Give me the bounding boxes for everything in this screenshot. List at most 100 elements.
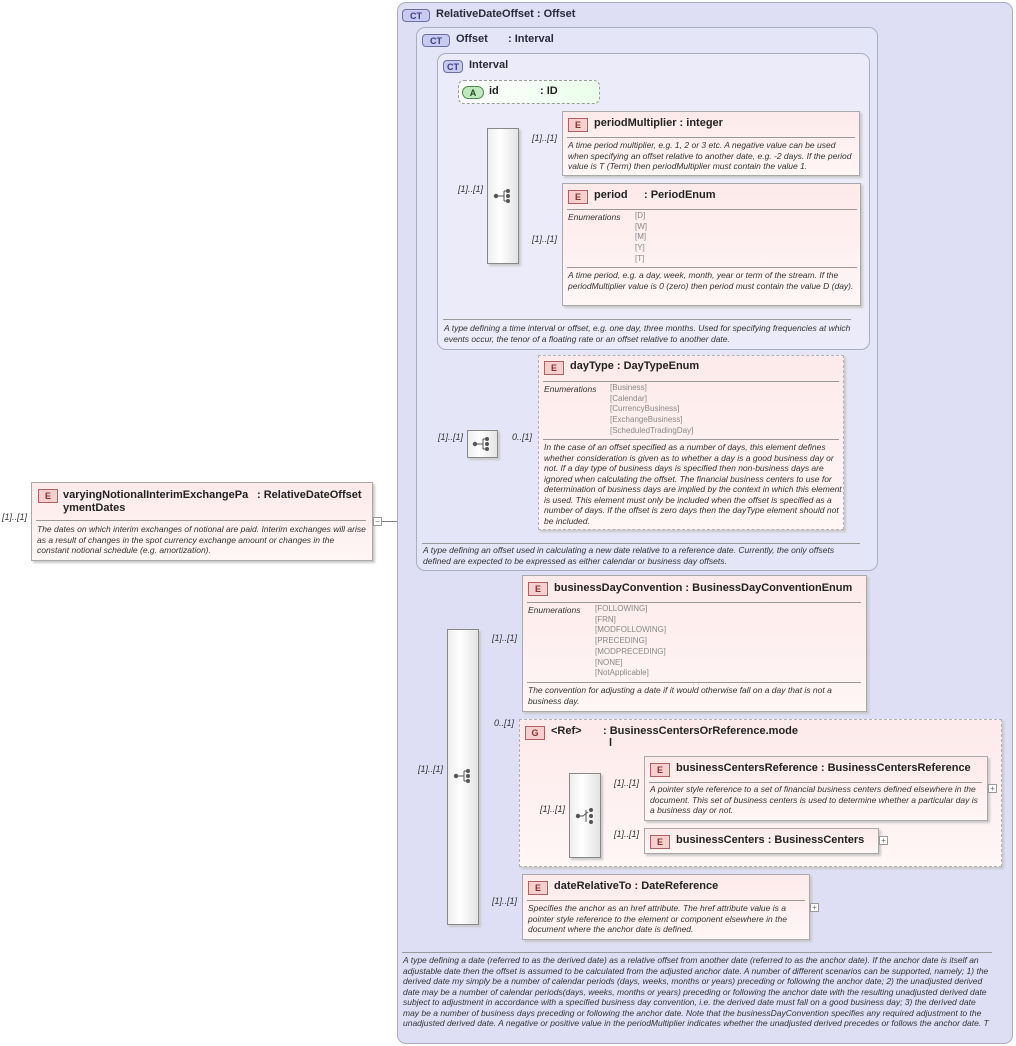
complex-type-badge: CT [422,34,450,47]
interval-sequence [487,128,519,264]
period-name: period [594,189,628,201]
relative-date-offset-title: RelativeDateOffset : Offset [436,8,576,20]
day-type-enumerations: [Business] [Calendar] [CurrencyBusiness]… [610,383,693,437]
element-badge: E [528,582,548,596]
period-multiplier-description: A time period multiplier, e.g. 1, 2 or 3… [568,140,852,171]
divider [543,381,839,382]
element-badge: E [38,489,58,503]
business-centers-reference-element[interactable]: E businessCentersReference : BusinessCen… [644,756,988,821]
business-centers-reference-cardinality: [1]..[1] [614,778,640,788]
root-element-type: : RelativeDateOffset [257,489,362,501]
enum-value: [CurrencyBusiness] [610,404,680,414]
offset-sequence [467,430,498,458]
complex-type-badge: CT [443,60,463,73]
group-type-line2: l [609,737,613,749]
business-day-convention-element[interactable]: E businessDayConvention : BusinessDayCon… [522,575,867,712]
enum-value: [FOLLOWING] [595,604,648,613]
enum-value: [PRECEDING] [595,636,648,646]
collapse-toggle[interactable]: − [373,517,382,526]
business-day-convention-description: The convention for adjusting a date if i… [528,685,832,706]
day-type-title: dayType : DayTypeEnum [570,360,700,372]
relative-date-offset-description: A type defining a date (referred to as t… [403,955,989,1028]
expand-toggle[interactable]: + [810,903,819,912]
main-sequence [447,629,479,925]
sequence-icon [472,437,489,451]
group-type-line1: : BusinessCentersOrReference.mode [603,725,799,737]
group-ref: <Ref> [551,725,582,737]
element-badge: E [568,118,588,132]
root-element-box[interactable]: E varyingNotionalInterimExchangePa : Rel… [31,482,373,561]
business-centers-element[interactable]: E businessCenters : BusinessCenters [644,828,879,854]
enum-value: [T] [635,253,645,263]
root-element-name-line1: varyingNotionalInterimExchangePa [63,489,249,501]
root-cardinality: [1]..[1] [2,512,28,522]
element-badge: E [650,835,670,849]
business-centers-cardinality: [1]..[1] [614,829,640,839]
attribute-badge: A [462,86,484,99]
business-day-convention-title: businessDayConvention : BusinessDayConve… [554,582,853,594]
business-centers-title: businessCenters : BusinessCenters [676,834,865,846]
day-type-description: In the case of an offset specified as a … [544,442,842,526]
period-description: A time period, e.g. a day, week, month, … [568,270,854,291]
divider [402,952,992,953]
choice-icon [575,808,593,824]
offset-name: Offset [456,33,488,45]
divider [527,682,861,683]
period-multiplier-element[interactable]: E periodMultiplier : integer A time peri… [562,111,860,176]
enum-value: [FRN] [595,614,616,624]
enum-value: [Y] [635,243,645,253]
choice-compositor [569,773,601,858]
complex-type-badge: CT [402,9,430,22]
enum-value: [MODPRECEDING] [595,646,666,656]
attribute-id[interactable]: A id : ID [458,80,600,104]
period-enumerations-label: Enumerations [568,212,621,222]
period-type: : PeriodEnum [644,189,716,201]
enum-value: [ExchangeBusiness] [610,415,683,425]
offset-type-label: : Interval [508,33,554,45]
business-day-convention-cardinality: [1]..[1] [492,633,518,643]
date-relative-to-element[interactable]: E dateRelativeTo : DateReference Specifi… [522,874,810,940]
group-badge: G [525,726,545,740]
attribute-name: id [489,85,499,97]
element-badge: E [528,881,548,895]
attribute-type: : ID [540,85,558,97]
divider [443,319,851,320]
date-relative-to-description: Specifies the anchor as an href attribut… [528,903,787,934]
enum-value: [NONE] [595,657,623,667]
divider [649,782,982,783]
enum-value: [W] [635,221,647,231]
offset-sequence-cardinality: [1]..[1] [438,432,464,442]
divider [527,900,805,901]
root-element-description: The dates on which interim exchanges of … [37,524,366,555]
business-centers-reference-description: A pointer style reference to a set of fi… [650,784,978,815]
enum-value: [NotApplicable] [595,668,649,678]
sequence-icon [493,189,510,203]
business-centers-reference-title: businessCentersReference : BusinessCente… [676,762,971,774]
period-multiplier-title: periodMultiplier : integer [594,117,723,129]
divider [422,543,860,544]
element-badge: E [650,763,670,777]
divider [36,520,366,521]
root-element-name-line2: ymentDates [63,502,126,514]
divider [527,602,861,603]
period-multiplier-cardinality: [1]..[1] [532,133,558,143]
divider [567,137,855,138]
period-cardinality: [1]..[1] [532,234,558,244]
expand-toggle[interactable]: + [988,784,997,793]
expand-toggle[interactable]: + [879,836,888,845]
sequence-icon [453,769,470,783]
business-centers-group-cardinality: 0..[1] [494,718,515,728]
day-type-element[interactable]: E dayType : DayTypeEnum Enumerations [Bu… [538,355,844,530]
period-enumerations: [D] [W] [M] [Y] [T] [635,211,647,265]
offset-description: A type defining an offset used in calcul… [423,545,835,566]
enum-value: [ScheduledTradingDay] [610,425,694,435]
element-badge: E [544,361,564,375]
sequence-cardinality: [1]..[1] [458,184,484,194]
enum-value: [Business] [610,383,647,392]
day-type-cardinality: 0..[1] [512,432,533,442]
period-element[interactable]: E period : PeriodEnum Enumerations [D] [… [562,183,861,306]
day-type-enumerations-label: Enumerations [544,384,597,394]
interval-title: Interval [469,59,509,71]
divider [567,267,857,268]
enum-value: [Calendar] [610,393,647,403]
